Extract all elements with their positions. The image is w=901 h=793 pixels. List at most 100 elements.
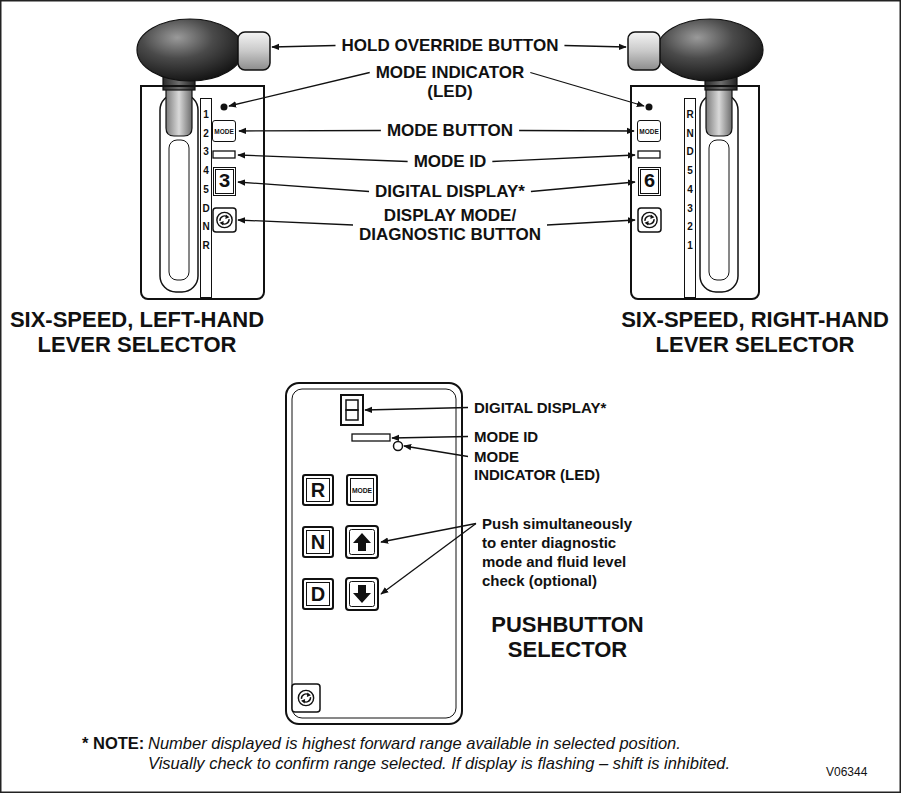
mode-button: MODE	[212, 120, 236, 142]
digital-display: 6	[638, 167, 661, 196]
text-holder: SIX-SPEED, LEFT-HAND LEVER SELECTOR	[2, 307, 272, 357]
text-holder: 4	[685, 179, 695, 197]
text-holder: 3	[201, 141, 211, 159]
lever-selector-plate: SIX-SPEED, LEFT-HAND LEVER SELECTOR12345…	[140, 85, 265, 300]
display-mode-button	[292, 684, 320, 712]
hold-override-button	[238, 32, 270, 70]
leader-line	[238, 220, 353, 225]
range-mark: 1	[203, 109, 209, 120]
label-holder: DIGITAL DISPLAY*	[330, 182, 570, 201]
range-mark: R	[202, 240, 209, 251]
lever-knob	[657, 19, 763, 81]
pushbutton-housing: PUSHBUTTON SELECTORRMODEND	[285, 382, 463, 725]
lever-stem	[706, 88, 732, 136]
range-mark: 1	[687, 240, 693, 251]
display-digit: 6	[643, 170, 655, 193]
display-segment	[346, 400, 358, 410]
leader-line	[492, 155, 635, 162]
mode-id	[213, 151, 235, 158]
range-mark: N	[686, 128, 693, 139]
range-button: D	[302, 578, 334, 610]
callout-label: MODE BUTTON	[387, 121, 513, 140]
note-heading: * NOTE:	[82, 734, 144, 752]
mode-id	[638, 151, 660, 158]
mode-button: MODE	[637, 120, 661, 142]
label-holder: MODE INDICATOR (LED)	[474, 448, 604, 484]
range-button: N	[302, 526, 334, 558]
selector-caption: SIX-SPEED, RIGHT-HAND LEVER SELECTOR	[621, 307, 889, 357]
text-holder: N	[685, 123, 695, 141]
text-holder: R	[304, 476, 332, 504]
range-mark: 4	[687, 184, 693, 195]
text-holder: 1	[685, 235, 695, 253]
text-holder: D	[304, 580, 332, 608]
range-mark: 5	[687, 165, 693, 176]
mode-id	[352, 434, 390, 441]
callout-label: DISPLAY MODE/ DIAGNOSTIC BUTTON	[359, 206, 541, 244]
display-mode-icon	[642, 212, 657, 227]
callout-label: HOLD OVERRIDE BUTTON	[342, 36, 559, 55]
range-button: R	[302, 474, 334, 506]
selector-caption: SIX-SPEED, LEFT-HAND LEVER SELECTOR	[10, 307, 264, 357]
range-mark: D	[202, 203, 209, 214]
label-holder: DIGITAL DISPLAY*	[474, 399, 644, 417]
display-digit: 3	[218, 170, 230, 193]
text-holder: N	[304, 528, 332, 556]
range-mark: 2	[203, 128, 209, 139]
note-text: Number displayed is highest forward rang…	[148, 734, 730, 772]
label-holder: DISPLAY MODE/ DIAGNOSTIC BUTTON	[348, 206, 553, 244]
text-holder: SIX-SPEED, RIGHT-HAND LEVER SELECTOR	[615, 307, 895, 357]
label-holder: Push simultaneously to enter diagnostic …	[482, 514, 647, 590]
text-holder: D	[201, 198, 211, 216]
leader-line	[564, 46, 626, 48]
lever-selector-plate: SIX-SPEED, RIGHT-HAND LEVER SELECTORMODE…	[630, 85, 760, 300]
down-arrow	[353, 585, 371, 603]
button-label: D	[311, 583, 325, 606]
range-mark: 4	[203, 165, 209, 176]
display-segment	[346, 410, 358, 420]
text-holder: MODE	[213, 121, 235, 141]
up-arrow	[353, 533, 371, 551]
mode-led	[646, 104, 653, 111]
button-label: MODE	[352, 486, 372, 495]
figure-code: V06344	[826, 765, 867, 779]
display-mode-icon	[217, 212, 232, 227]
text-holder: 3	[216, 170, 233, 193]
range-mark: D	[686, 146, 693, 157]
label-holder: MODE BUTTON	[330, 121, 570, 140]
callout-label: DIGITAL DISPLAY*	[474, 399, 606, 416]
mode-led	[221, 104, 228, 111]
leader-line	[238, 182, 369, 192]
range-mark: 3	[203, 146, 209, 157]
button-inner-edge	[350, 582, 375, 607]
selector-caption: PUSHBUTTON SELECTOR	[491, 612, 643, 662]
range-mark: 3	[687, 203, 693, 214]
display-mode-button	[638, 208, 661, 232]
display-mode-icon	[298, 690, 313, 705]
text-holder: 6	[641, 170, 658, 193]
mode-led	[394, 442, 403, 451]
text-holder: 3	[685, 198, 695, 216]
leader-line	[229, 73, 370, 107]
callout-label: MODE INDICATOR (LED)	[376, 63, 525, 101]
text-holder: R	[201, 235, 211, 253]
leader-line	[531, 182, 635, 192]
callout-label: MODE ID	[474, 428, 538, 445]
button-label: N	[311, 531, 325, 554]
text-holder: MODE	[348, 476, 376, 504]
leader-line	[239, 130, 381, 132]
text-holder: MODE	[638, 121, 660, 141]
text-holder: PUSHBUTTON SELECTOR	[485, 612, 650, 662]
range-scale: 12345DNR	[200, 98, 212, 298]
leader-line	[392, 437, 468, 439]
range-mark: 5	[203, 184, 209, 195]
hold-override-button	[628, 32, 660, 70]
leader-line	[530, 73, 644, 107]
leader-line	[272, 46, 336, 48]
digital-display	[341, 395, 363, 425]
range-mark: 2	[687, 221, 693, 232]
